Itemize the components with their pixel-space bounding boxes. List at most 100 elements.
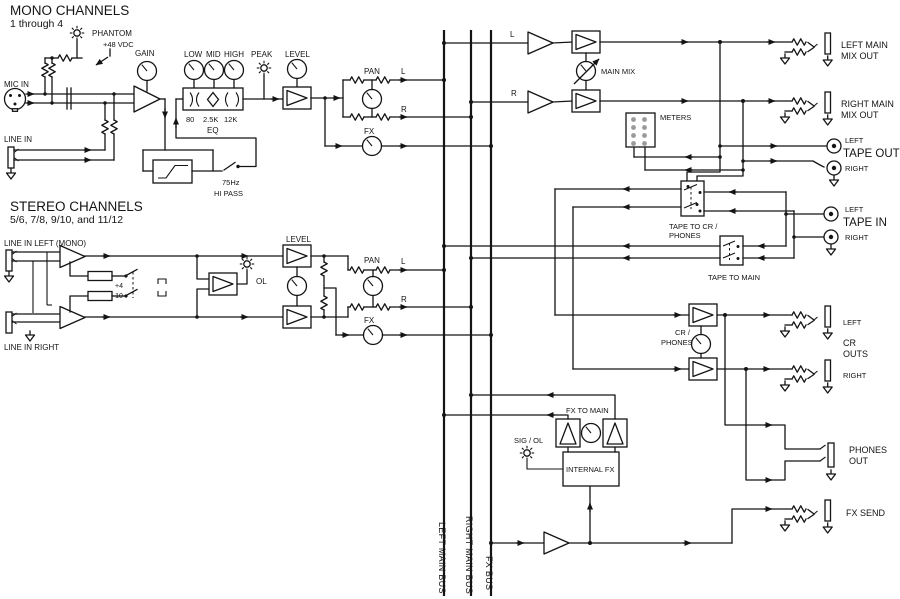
label-low: LOW bbox=[184, 50, 203, 59]
label-meters: METERS bbox=[660, 113, 691, 122]
tape-in-right-rca bbox=[823, 229, 839, 245]
stereo-level-knob bbox=[286, 275, 308, 297]
label-r-mono: R bbox=[401, 105, 407, 114]
label-internal-fx: INTERNAL FX bbox=[566, 465, 614, 474]
pad-switch-section bbox=[69, 261, 167, 313]
left-main-out-jack bbox=[781, 33, 833, 66]
label-r-top: R bbox=[511, 89, 517, 98]
eq-low-knob bbox=[183, 59, 205, 81]
pulse-glyph-icon bbox=[157, 278, 167, 284]
label-right-main-bus: RIGHT MAIN BUS bbox=[464, 516, 474, 594]
label-cr-phones-1: CR / bbox=[675, 328, 691, 337]
label-phantom-voltage: +48 VDC bbox=[103, 40, 134, 49]
jack-connector-icon bbox=[7, 146, 15, 169]
cr-left-out-jack bbox=[781, 306, 833, 339]
label-fx-to-main: FX TO MAIN bbox=[566, 406, 609, 415]
label-ol: OL bbox=[256, 277, 267, 286]
phones-jack-icon bbox=[827, 442, 835, 468]
label-tape-in-right: RIGHT bbox=[845, 233, 869, 242]
tape-out-right-rca bbox=[826, 160, 842, 176]
label-fx-stereo: FX bbox=[364, 316, 375, 325]
label-hipass-freq: 75Hz bbox=[222, 178, 240, 187]
label-mic-in: MIC IN bbox=[4, 80, 29, 89]
text-labels: MONO CHANNELS 1 through 4 STEREO CHANNEL… bbox=[4, 3, 900, 594]
ol-lamp-icon bbox=[239, 256, 255, 272]
mono-section-subtitle: 1 through 4 bbox=[10, 18, 63, 30]
label-pan-mono: PAN bbox=[364, 67, 380, 76]
mono-level-knob bbox=[286, 58, 308, 80]
label-cr: CR bbox=[843, 338, 856, 348]
label-gain: GAIN bbox=[135, 49, 155, 58]
sig-ol-lamp-icon bbox=[519, 445, 535, 461]
gain-knob bbox=[136, 60, 158, 82]
label-sig-ol: SIG / OL bbox=[514, 436, 543, 445]
label-line-in: LINE IN bbox=[4, 135, 32, 144]
label-right-main: RIGHT MAIN bbox=[841, 99, 894, 109]
internal-fx-box-icon bbox=[562, 451, 620, 487]
pad-resistor-icon bbox=[87, 290, 113, 302]
label-eq: EQ bbox=[207, 126, 219, 135]
label-tape-out-right: RIGHT bbox=[845, 164, 869, 173]
label-eq-25k: 2.5K bbox=[203, 115, 218, 124]
jack-connector-icon bbox=[5, 249, 13, 272]
mic-input bbox=[3, 87, 135, 112]
main-mix-chain bbox=[442, 30, 833, 125]
label-high: HIGH bbox=[224, 50, 244, 59]
tape-to-main-switch-icon bbox=[719, 235, 744, 266]
tape-in-left-rca bbox=[823, 206, 839, 222]
fx-section bbox=[442, 392, 832, 555]
label-main-mix: MAIN MIX bbox=[601, 67, 635, 76]
label-hipass: HI PASS bbox=[214, 189, 243, 198]
mono-level-pan-fx bbox=[282, 58, 493, 157]
peak-lamp-icon bbox=[256, 60, 272, 76]
cr-phones-knob bbox=[690, 333, 712, 355]
overload-detector bbox=[196, 255, 255, 318]
label-left-main-bus: LEFT MAIN BUS bbox=[437, 522, 447, 594]
wiring-and-symbols bbox=[3, 25, 842, 596]
mono-section-title: MONO CHANNELS bbox=[10, 3, 129, 18]
label-mid: MID bbox=[206, 50, 221, 59]
label-tape-in: TAPE IN bbox=[843, 217, 887, 229]
label-phones-out: OUT bbox=[849, 456, 869, 466]
label-peak: PEAK bbox=[251, 50, 273, 59]
cr-right-out-jack bbox=[781, 360, 833, 393]
label-l-top: L bbox=[510, 30, 515, 39]
label-plus4: +4 bbox=[115, 283, 123, 290]
label-tape-to-cr-2: PHONES bbox=[669, 231, 701, 240]
stereo-inputs bbox=[3, 244, 284, 342]
tape-monitor-switches bbox=[442, 180, 839, 266]
main-mix-knob bbox=[575, 60, 597, 82]
label-eq-12k: 12K bbox=[224, 115, 237, 124]
mic-preamp-icon bbox=[133, 85, 161, 113]
fx-to-main-knob bbox=[580, 422, 602, 444]
xlr-connector-icon bbox=[3, 87, 27, 111]
label-phones: PHONES bbox=[849, 445, 887, 455]
stereo-section-subtitle: 5/6, 7/8, 9/10, and 11/12 bbox=[10, 214, 123, 226]
label-tape-out: TAPE OUT bbox=[843, 148, 900, 160]
jack-connector-icon bbox=[5, 311, 13, 334]
label-pan-stereo: PAN bbox=[364, 256, 380, 265]
label-line-in-left: LINE IN LEFT (MONO) bbox=[4, 239, 86, 248]
label-level-mono: LEVEL bbox=[285, 50, 310, 59]
gain-stage bbox=[133, 60, 257, 184]
label-tape-out-left: LEFT bbox=[845, 136, 864, 145]
line-input-mono bbox=[5, 92, 118, 180]
label-cr-right: RIGHT bbox=[843, 371, 867, 380]
stereo-section-title: STEREO CHANNELS bbox=[10, 199, 143, 214]
label-cr-outs: OUTS bbox=[843, 349, 868, 359]
label-tape-to-main: TAPE TO MAIN bbox=[708, 273, 760, 282]
label-mix-out-r: MIX OUT bbox=[841, 110, 879, 120]
mono-pan-knob bbox=[361, 88, 383, 110]
bus-lines bbox=[442, 30, 493, 596]
phantom-lamp-icon bbox=[69, 25, 85, 41]
label-cr-phones-2: PHONES bbox=[661, 338, 693, 347]
label-fx-mono: FX bbox=[364, 127, 375, 136]
label-mix-out-l: MIX OUT bbox=[841, 51, 879, 61]
stereo-pan-knob bbox=[362, 275, 384, 297]
pad-switch-icon bbox=[126, 288, 138, 296]
meters-and-tape-out bbox=[625, 41, 842, 187]
label-l-stereo: L bbox=[401, 257, 406, 266]
label-eq-80: 80 bbox=[186, 115, 194, 124]
label-l-mono: L bbox=[401, 67, 406, 76]
